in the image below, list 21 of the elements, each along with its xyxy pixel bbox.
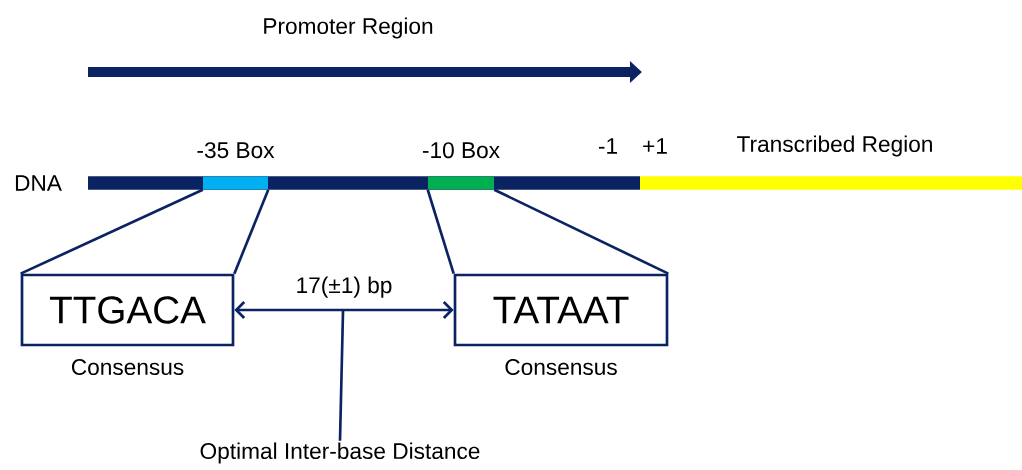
connector-line [233,189,270,275]
position-label: -1 [598,138,617,154]
connector-line [426,189,455,275]
box-segment: -10 Box [422,142,500,190]
sequence-box: TATAAT [453,273,669,347]
sequence-box: TTGACA [20,273,235,347]
position-label: +1 [643,138,667,154]
edge-label: 17(±1) bp [294,275,394,300]
caption-text: Consensus [505,359,617,376]
caption-text: Consensus [71,359,184,376]
region-label: Transcribed Region [737,135,932,157]
strand-label: DNA [15,175,62,191]
node-label: -10 Box [422,142,500,159]
region-label: Promoter Region [264,17,433,39]
node-label: -35 Box [197,142,275,159]
connector-line [20,188,204,275]
caption-text: Optimal Inter-base Distance [200,442,480,464]
leader-line [338,310,345,441]
connector-line [493,188,669,275]
double-arrow [234,301,454,319]
box-segment: -35 Box [197,142,275,190]
